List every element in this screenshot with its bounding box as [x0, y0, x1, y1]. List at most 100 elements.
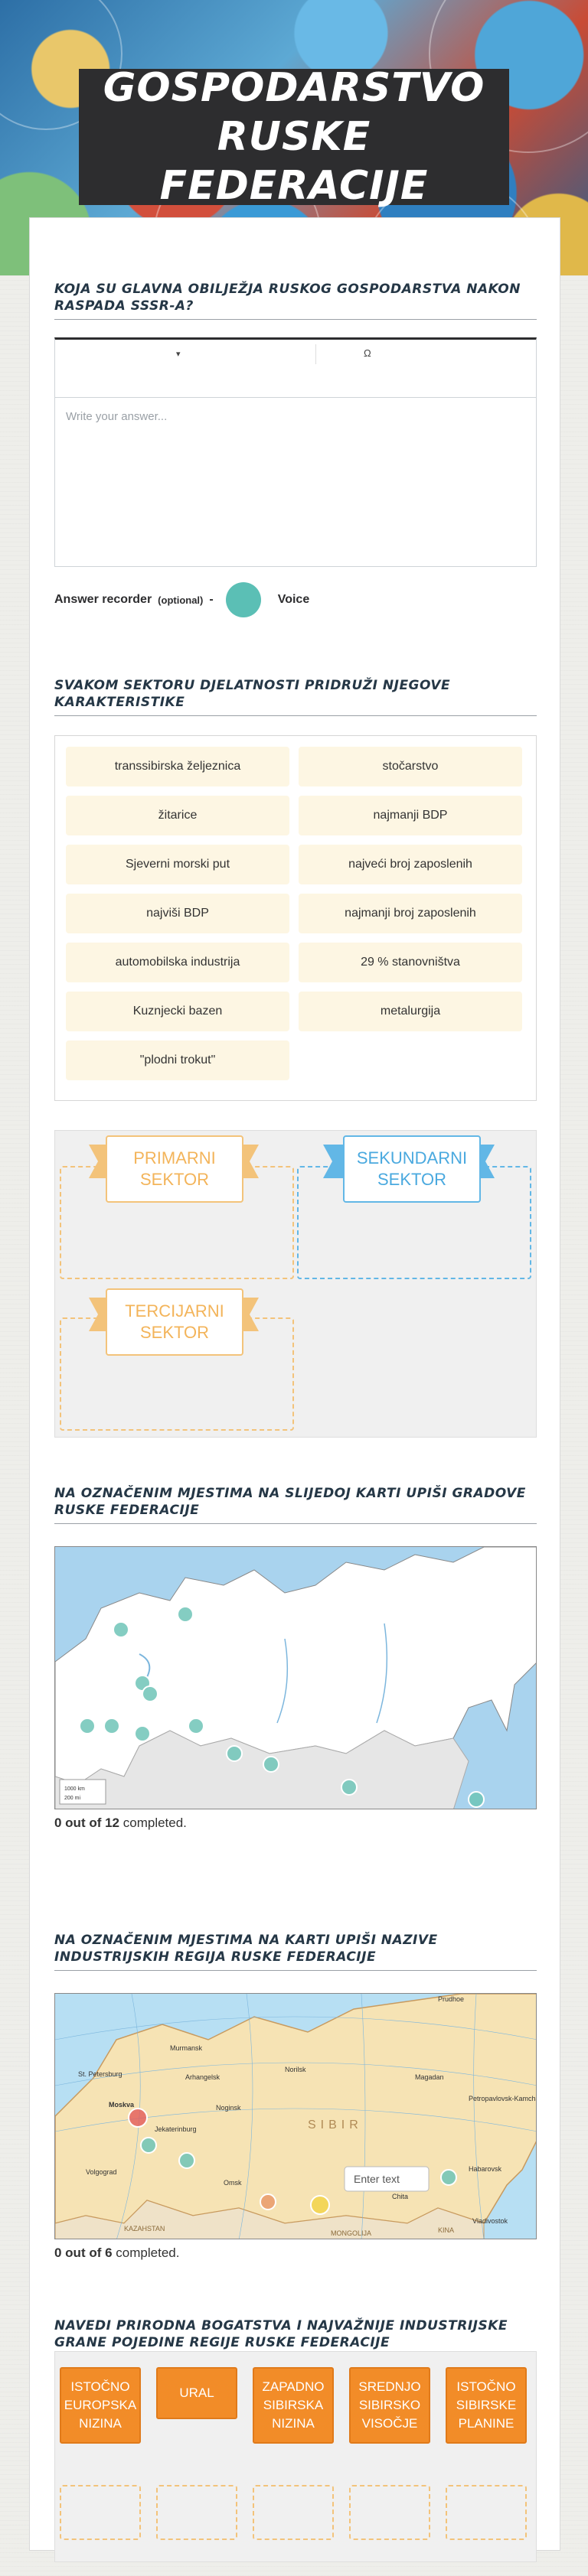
sector-label-tercijarni: TERCIJARNI SEKTOR — [106, 1288, 243, 1356]
region-drop-zone-4[interactable] — [349, 2485, 430, 2540]
map-label-petropavlovsk: Petropavlovsk-Kamchatski — [469, 2095, 537, 2102]
answer-editor[interactable]: ▾ Ω Write your answer... — [54, 337, 537, 567]
region-marker-4[interactable] — [260, 2193, 276, 2210]
region-card-zapadnosibirska[interactable]: ZAPADNO SIBIRSKA NIZINA — [253, 2367, 334, 2444]
city-marker-11[interactable] — [341, 1779, 358, 1796]
recorder-label: Answer recorder — [54, 593, 152, 606]
question-5-title: NAVEDI PRIRODNA BOGATSTVA I NAJVAŽNIJE I… — [54, 2317, 537, 2356]
draggable-chip[interactable]: 29 % stanovništva — [299, 943, 522, 982]
regions-area: ISTOČNO EUROPSKA NIZINA URAL ZAPADNO SIB… — [54, 2351, 537, 2562]
draggable-chip[interactable]: Sjeverni morski put — [66, 845, 289, 884]
draggable-chip[interactable]: najveći broj zaposlenih — [299, 845, 522, 884]
draggable-chip[interactable]: žitarice — [66, 796, 289, 835]
scale-text-km: 1000 km — [64, 1786, 85, 1792]
region-input-placeholder: Enter text — [354, 2173, 400, 2185]
draggable-chip[interactable]: metalurgija — [299, 992, 522, 1031]
draggable-chip[interactable]: najmanji broj zaposlenih — [299, 894, 522, 933]
map-label-chita: Chita — [392, 2193, 408, 2200]
region-card-istocnosibirske[interactable]: ISTOČNO SIBIRSKE PLANINE — [446, 2367, 527, 2444]
city-marker-4[interactable] — [142, 1685, 158, 1702]
map-label-moskva: Moskva — [109, 2101, 135, 2109]
region-drop-zone-2[interactable] — [156, 2485, 237, 2540]
map-label-prudhoe: Prudhoe — [438, 1995, 464, 2003]
map-label-sibir: SIBIR — [308, 2118, 363, 2131]
city-marker-6[interactable] — [103, 1718, 120, 1734]
page-title: GOSPODARSTVO RUSKE FEDERACIJE — [79, 64, 509, 210]
city-marker-5[interactable] — [79, 1718, 96, 1734]
page-title-line1: GOSPODARSTVO — [103, 65, 485, 111]
russia-outline-map: 1000 km 200 mi — [55, 1547, 536, 1809]
voice-label: Voice — [277, 593, 310, 606]
map-label-mongolija: MONGOLIJA — [331, 2229, 371, 2237]
question-2-title: SVAKOM SEKTORU DJELATNOSTI PRIDRUŽI NJEG… — [54, 677, 537, 716]
city-marker-10[interactable] — [263, 1756, 279, 1773]
map2-progress: 0 out of 6 completed. — [54, 2245, 179, 2261]
map-label-volgograd: Volgograd — [86, 2168, 117, 2176]
map-label-kina: KINA — [438, 2226, 454, 2234]
voice-record-button[interactable] — [225, 582, 261, 617]
region-drop-zone-5[interactable] — [446, 2485, 527, 2540]
map-label-vladivostok: Vladivostok — [472, 2217, 508, 2225]
city-marker-2[interactable] — [113, 1621, 129, 1638]
map-label-habarovsk: Habarovsk — [469, 2165, 502, 2173]
map-label-magadan: Magadan — [415, 2073, 444, 2081]
russia-industrial-map: Murmansk Arhangelsk St. Petersburg Moskv… — [55, 1994, 537, 2239]
recorder-dash: - — [209, 593, 214, 606]
draggable-chip[interactable]: transsibirska željeznica — [66, 747, 289, 786]
special-characters-icon[interactable]: Ω — [364, 347, 371, 359]
city-marker-9[interactable] — [226, 1745, 243, 1762]
draggable-chip[interactable]: najmanji BDP — [299, 796, 522, 835]
map1-progress-suffix: completed. — [122, 1816, 187, 1830]
region-marker-1[interactable] — [128, 2108, 148, 2128]
draggable-chip[interactable]: automobilska industrija — [66, 943, 289, 982]
region-drop-zone-1[interactable] — [60, 2485, 141, 2540]
region-marker-5[interactable] — [310, 2195, 330, 2215]
map1-progress: 0 out of 12 completed. — [54, 1816, 187, 1831]
toolbar-divider — [315, 344, 316, 364]
answer-textarea[interactable]: Write your answer... — [66, 410, 168, 423]
recorder-optional: (optional) — [158, 594, 204, 606]
map-label-kazahstan: KAZAHSTAN — [124, 2225, 165, 2232]
editor-toolbar: ▾ Ω — [55, 340, 536, 398]
scale-text-mi: 200 mi — [64, 1796, 80, 1801]
worksheet-card: KOJA SU GLAVNA OBILJEŽJA RUSKOG GOSPODAR… — [29, 217, 560, 2562]
map2-progress-suffix: completed. — [116, 2245, 180, 2260]
dropdown-arrow-icon[interactable]: ▾ — [176, 350, 181, 359]
draggable-chip[interactable]: stočarstvo — [299, 747, 522, 786]
draggable-chip[interactable]: najviši BDP — [66, 894, 289, 933]
sector-label-primarni: PRIMARNI SEKTOR — [106, 1135, 243, 1203]
region-drop-zone-3[interactable] — [253, 2485, 334, 2540]
title-box: GOSPODARSTVO RUSKE FEDERACIJE — [79, 65, 509, 209]
city-marker-8[interactable] — [188, 1718, 204, 1734]
map-label-murmansk: Murmansk — [170, 2044, 203, 2052]
page-title-line2: RUSKE FEDERACIJE — [159, 114, 429, 209]
map-label-stpetersburg: St. Petersburg — [78, 2070, 122, 2078]
region-card-ural[interactable]: URAL — [156, 2367, 237, 2419]
region-marker-3[interactable] — [178, 2152, 195, 2169]
map-label-norilsk: Norilsk — [285, 2066, 306, 2073]
region-card-istocnoeuropska[interactable]: ISTOČNO EUROPSKA NIZINA — [60, 2367, 141, 2444]
drag-chip-pool: transsibirska željeznica stočarstvo žitari… — [54, 735, 537, 1101]
question-1-title: KOJA SU GLAVNA OBILJEŽJA RUSKOG GOSPODAR… — [54, 281, 537, 320]
answer-recorder: Answer recorder (optional) - Voice — [54, 582, 309, 617]
map2-progress-count: 0 out of 6 — [54, 2245, 113, 2260]
region-card-srednjosibirsko[interactable]: SREDNJO SIBIRSKO VISOČJE — [349, 2367, 430, 2444]
sector-sort-area: PRIMARNI SEKTOR SEKUNDARNI SEKTOR TERCIJ… — [54, 1130, 537, 1438]
region-text-input[interactable] — [344, 2166, 430, 2192]
city-marker-12[interactable] — [468, 1791, 485, 1808]
draggable-chip[interactable]: "plodni trokut" — [66, 1040, 289, 1080]
city-marker-7[interactable] — [134, 1725, 151, 1742]
map1-progress-count: 0 out of 12 — [54, 1816, 120, 1830]
russia-cities-map: 1000 km 200 mi — [54, 1546, 537, 1809]
question-4-title: NA OZNAČENIM MJESTIMA NA KARTI UPIŠI NAZ… — [54, 1932, 537, 1971]
question-3-title: NA OZNAČENIM MJESTIMA NA SLIJEDOJ KARTI … — [54, 1485, 537, 1524]
map-label-omsk: Omsk — [224, 2179, 242, 2187]
draggable-chip[interactable]: Kuznjecki bazen — [66, 992, 289, 1031]
sector-label-sekundarni: SEKUNDARNI SEKTOR — [343, 1135, 481, 1203]
map-label-noginsk: Noginsk — [216, 2104, 241, 2112]
city-marker-1[interactable] — [177, 1606, 194, 1623]
region-marker-2[interactable] — [140, 2137, 157, 2154]
russia-regions-map: Murmansk Arhangelsk St. Petersburg Moskv… — [54, 1993, 537, 2239]
region-marker-6[interactable] — [440, 2169, 457, 2186]
map-label-arhangelsk: Arhangelsk — [185, 2073, 220, 2081]
